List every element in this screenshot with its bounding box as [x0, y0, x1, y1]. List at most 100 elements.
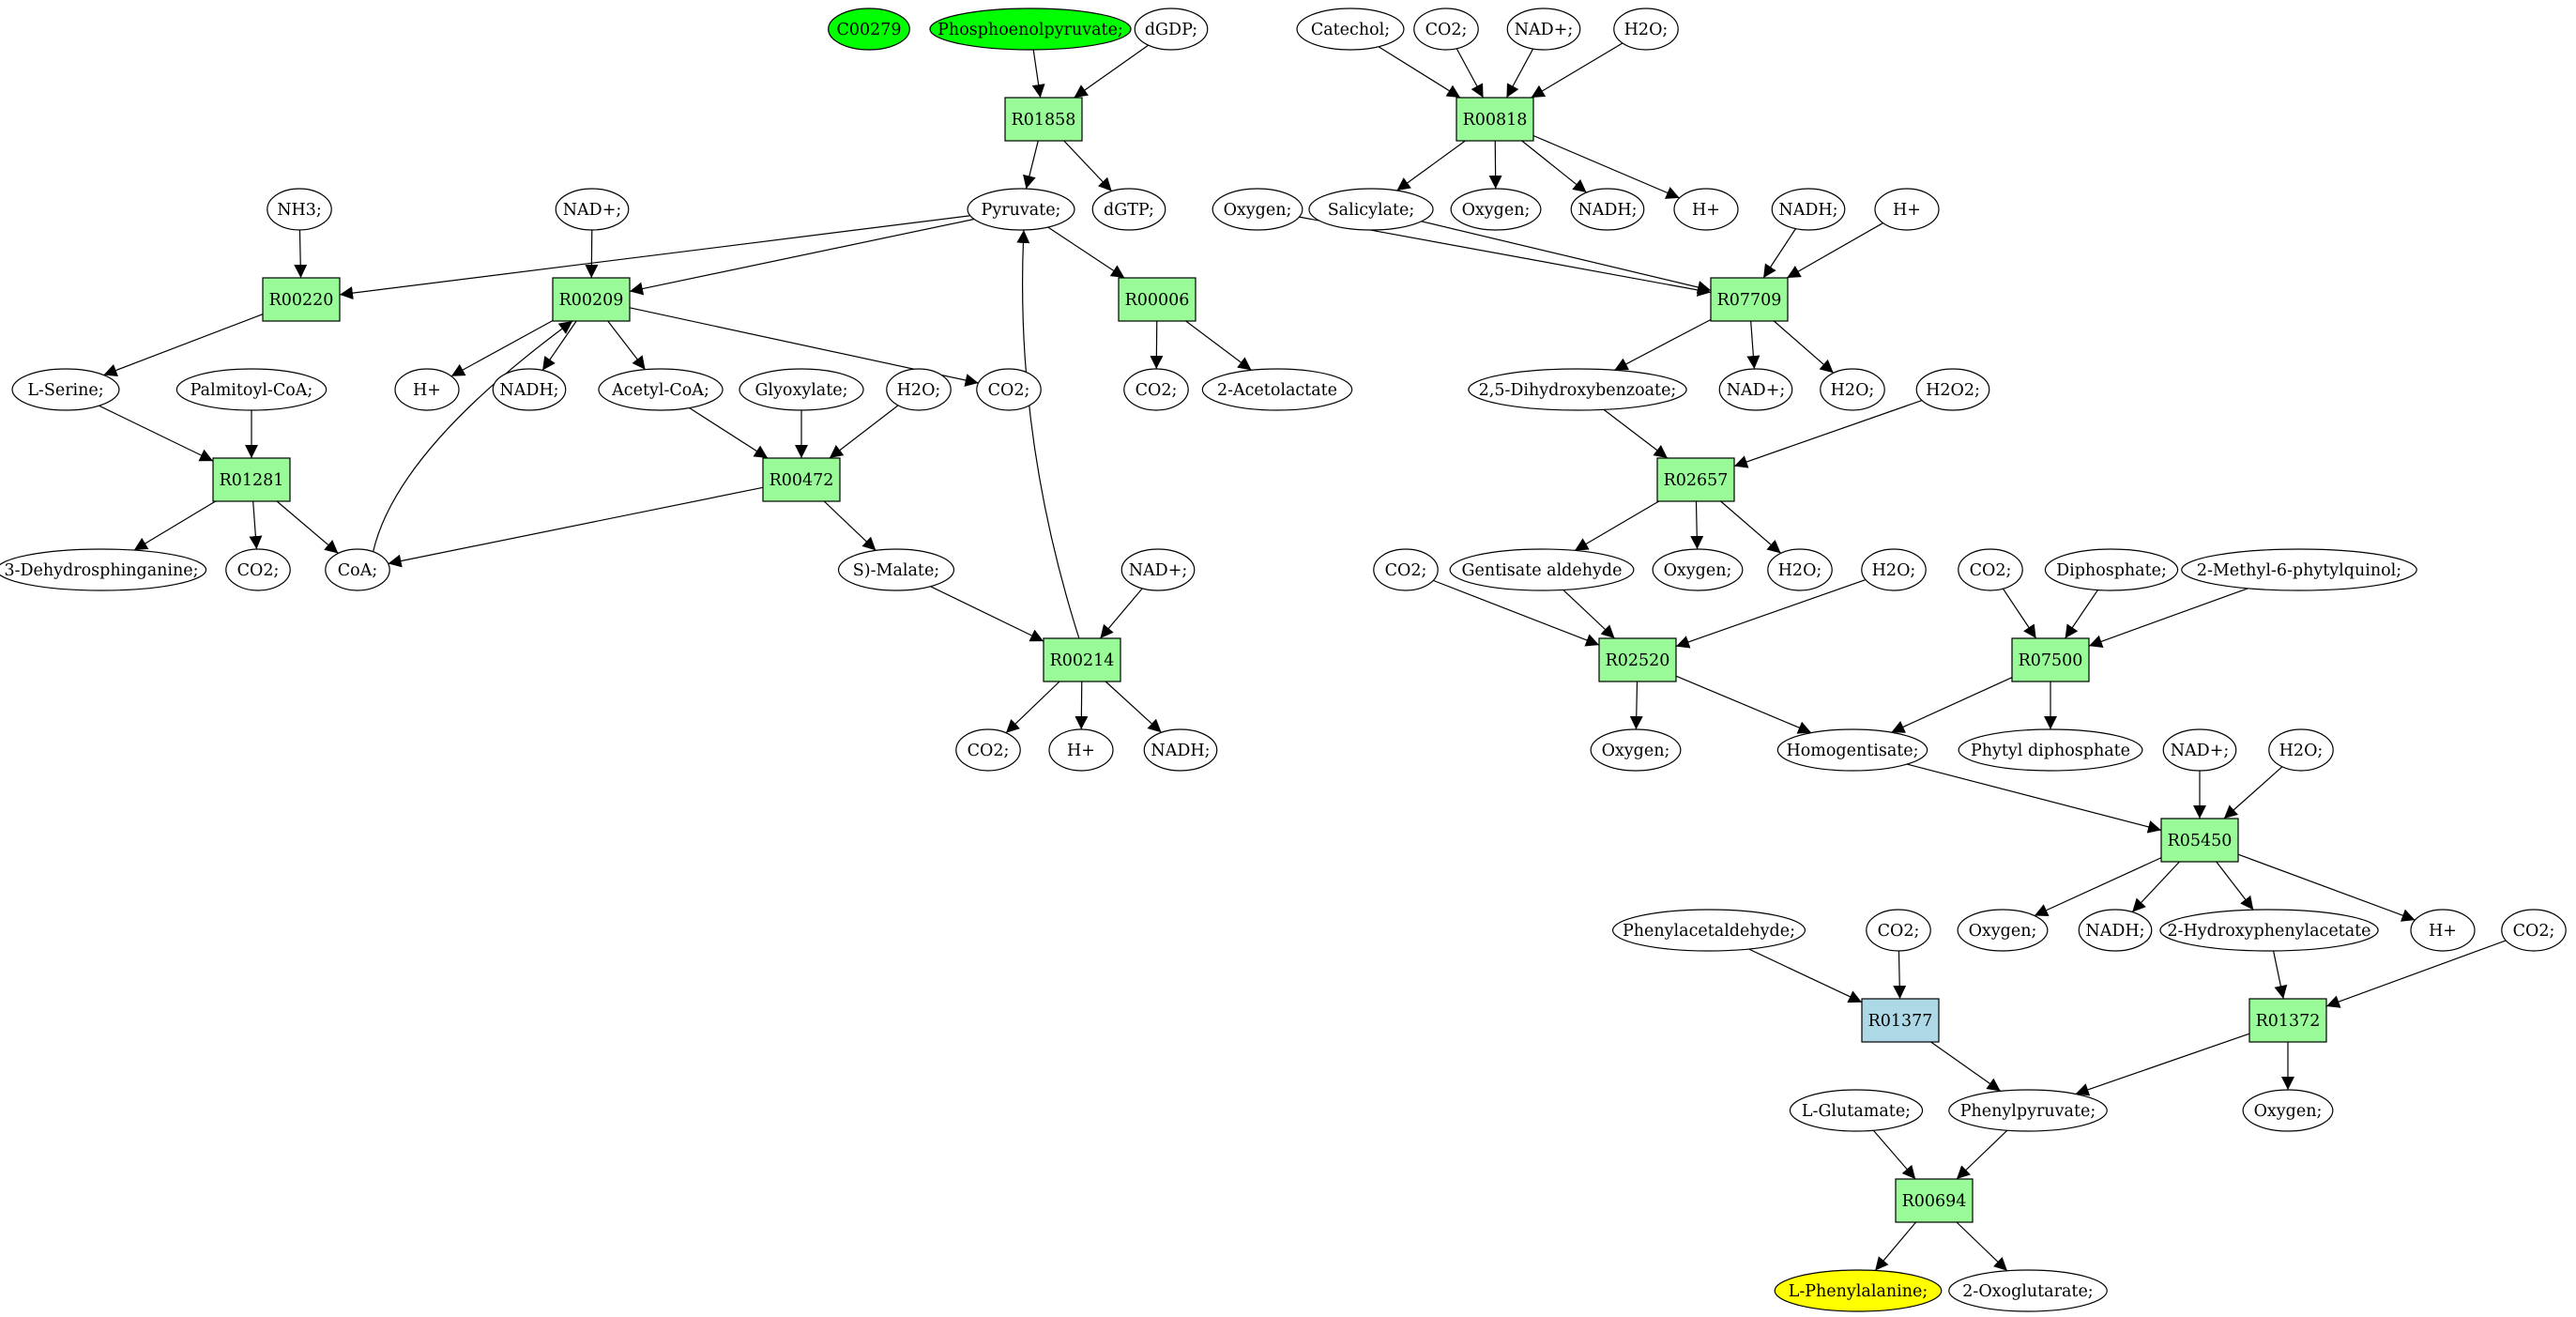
compound-node-co2: CO2;: [1373, 548, 1439, 591]
node-label: CO2;: [2513, 922, 2555, 941]
node-label: NAD+;: [1515, 21, 1574, 39]
edge-r02520-to-oxygen: [1629, 681, 1643, 730]
reaction-node-r07500: R07500: [2011, 637, 2090, 682]
node-label: Catechol;: [1311, 21, 1390, 39]
edge-r02657-to-gentisate-aldehyde: [1574, 500, 1660, 551]
edge-h2o2-to-r02657: [1733, 399, 1923, 468]
node-label: R00006: [1125, 291, 1190, 310]
node-label: NH3;: [277, 201, 322, 220]
edge-r00220-to-l-serine: [103, 314, 264, 377]
compound-ellipse: [2044, 548, 2179, 591]
compound-ellipse: [1506, 8, 1581, 51]
node-label: NADH;: [1151, 742, 1210, 760]
compound-ellipse: [1613, 8, 1679, 51]
edge-r05450-to-h: [2237, 853, 2416, 922]
edge-r00214-to-nadh: [1105, 681, 1162, 733]
compound-ellipse: [1948, 1089, 2108, 1132]
node-label: H+: [2429, 922, 2457, 941]
compound-ellipse: [1143, 728, 1218, 772]
compound-node-phosphoenolpyruvate: Phosphoenolpyruvate;: [929, 8, 1132, 51]
node-label: Oxygen;: [1969, 922, 2037, 941]
node-label: 3-Dehydrosphinganine;: [4, 561, 198, 580]
compound-ellipse: [394, 368, 460, 411]
edge-r00472-to-coa: [388, 486, 764, 568]
compound-ellipse: [1652, 548, 1744, 591]
compound-ellipse: [828, 8, 910, 51]
edge-diphosphate-to-r07500: [2065, 590, 2098, 639]
reaction-node-r02657: R02657: [1656, 457, 1735, 502]
node-label: H2O;: [2279, 742, 2324, 760]
node-label: NAD+;: [1129, 561, 1188, 580]
compound-node-3-dehydrosphinganine: 3-Dehydrosphinganine;: [0, 548, 207, 591]
edge-r00209-to-nadh: [541, 320, 577, 371]
compound-ellipse: [225, 548, 291, 591]
compound-node-co2: CO2;: [1413, 8, 1479, 51]
node-label: CO2;: [237, 561, 280, 580]
edge-nadh-to-r07709: [1762, 228, 1796, 279]
compound-ellipse: [1861, 548, 1927, 591]
node-label: Pyruvate;: [982, 201, 1061, 220]
edge-homogentisate-to-r05450: [1906, 763, 2162, 834]
node-label: R00818: [1463, 111, 1528, 130]
compound-node-co2: CO2;: [2501, 909, 2567, 952]
node-label: H+: [1692, 201, 1720, 220]
compound-ellipse: [555, 188, 630, 231]
node-label: Oxygen;: [1602, 742, 1670, 760]
compound-node-h2o: H2O;: [886, 368, 952, 411]
compound-ellipse: [1296, 8, 1405, 51]
compound-ellipse: [2162, 728, 2237, 772]
compound-ellipse: [1774, 1269, 1943, 1312]
compound-ellipse: [1915, 368, 1990, 411]
edge-pyruvate-to-r00220: [339, 215, 970, 300]
edge-r00818-to-oxygen: [1488, 140, 1502, 190]
node-label: H+: [1893, 201, 1921, 220]
compound-node-phenylpyruvate: Phenylpyruvate;: [1948, 1089, 2108, 1132]
edge-pyruvate-to-r00006: [1047, 226, 1125, 279]
edge-2-methyl-6-phytylquinol-to-r07500: [2088, 588, 2248, 648]
edge-r00818-to-h: [1532, 134, 1680, 199]
reaction-box: [1118, 277, 1197, 322]
edge-r07709-to-2-5-dihydroxybenzoate: [1614, 318, 1712, 371]
edge-h2o-to-r02520: [1675, 578, 1867, 649]
edge-h2o-to-r05450: [2223, 766, 2283, 819]
compound-node-coa: CoA;: [325, 548, 390, 591]
compound-ellipse: [492, 368, 567, 411]
compound-node-l-serine: L-Serine;: [11, 368, 120, 411]
edge-r00214-to-co2: [1005, 681, 1060, 734]
node-label: CO2;: [1425, 21, 1468, 39]
compound-ellipse: [1134, 8, 1209, 51]
compound-ellipse: [1450, 188, 1542, 231]
compound-node-h2o: H2O;: [1861, 548, 1927, 591]
compound-ellipse: [267, 188, 332, 231]
node-label: Palmitoyl-CoA;: [191, 381, 313, 400]
compound-node-nad: NAD+;: [1120, 548, 1196, 591]
compound-ellipse: [1468, 368, 1687, 411]
reaction-box: [262, 277, 341, 322]
compound-ellipse: [1958, 728, 2143, 772]
node-label: S)-Malate;: [853, 561, 939, 580]
compound-ellipse: [1767, 548, 1833, 591]
edge-r07500-to-homogentisate: [1891, 677, 2013, 733]
compound-ellipse: [1308, 188, 1434, 231]
edge-catechol-to-r00818: [1378, 46, 1461, 99]
reaction-node-r00694: R00694: [1895, 1178, 1974, 1223]
compound-node-co2: CO2;: [1866, 909, 1931, 952]
edge-r07709-to-h2o: [1773, 320, 1835, 374]
edge-r02657-to-oxygen: [1690, 500, 1704, 550]
compound-node-oxygen: Oxygen;: [2242, 1089, 2334, 1132]
compound-node-diphosphate: Diphosphate;: [2044, 548, 2179, 591]
compound-ellipse: [1449, 548, 1635, 591]
compound-node-phytyl-diphosphate: Phytyl diphosphate: [1958, 728, 2143, 772]
compound-node-nad: NAD+;: [555, 188, 630, 231]
edge-co2-to-r01372: [2325, 940, 2507, 1008]
reaction-box: [2011, 637, 2090, 682]
node-label: CO2;: [1878, 922, 1920, 941]
compound-node-l-glutamate: L-Glutamate;: [1789, 1089, 1924, 1132]
compound-node-h: H+: [1048, 728, 1114, 772]
node-label: Homogentisate;: [1786, 742, 1918, 760]
node-label: Phenylpyruvate;: [1960, 1102, 2096, 1121]
edge-r00209-to-h: [450, 319, 554, 377]
edge-co2-to-r02520: [1433, 579, 1600, 647]
compound-node-co2: CO2;: [1958, 548, 2023, 591]
edge-coa-to-r00209: [373, 320, 573, 552]
